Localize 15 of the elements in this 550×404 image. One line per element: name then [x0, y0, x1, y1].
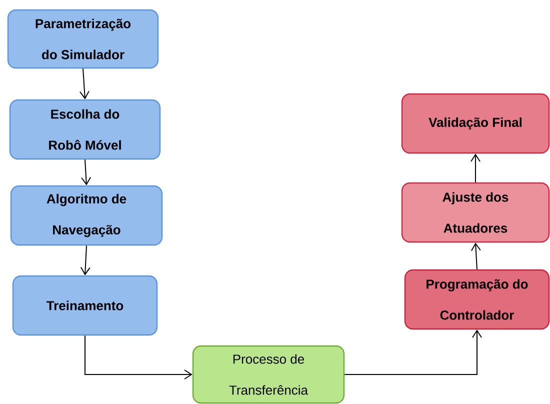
- process-box: Processo de Transferência: [192, 345, 345, 404]
- process-box: Programação do Controlador: [404, 269, 550, 330]
- arrow: [470, 154, 480, 183]
- arrow: [81, 159, 92, 186]
- arrow: [84, 335, 192, 380]
- arrow: [344, 330, 482, 375]
- arrow: [80, 68, 90, 100]
- process-box: Algoritmo de Navegação: [10, 185, 163, 246]
- process-box: Escolha do Robô Móvel: [9, 99, 161, 160]
- process-box: Parametrização do Simulador: [7, 9, 159, 69]
- process-box: Ajuste dos Atuadores: [401, 182, 550, 243]
- process-box: Treinamento: [12, 275, 158, 336]
- arrow: [80, 245, 90, 276]
- process-box: Validação Final: [401, 93, 550, 154]
- arrow: [470, 242, 481, 270]
